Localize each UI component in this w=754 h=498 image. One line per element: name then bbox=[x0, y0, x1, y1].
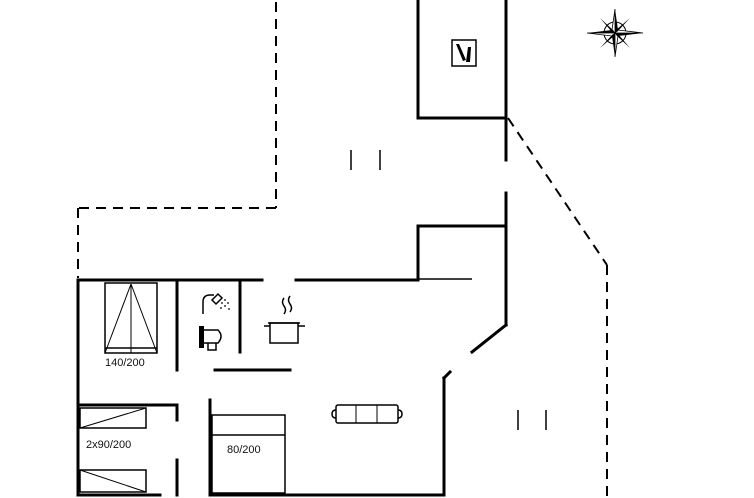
shower-icon bbox=[202, 292, 230, 314]
double-bed-label: 140/200 bbox=[105, 357, 145, 369]
window-markers bbox=[350, 150, 547, 430]
twin-beds bbox=[79, 407, 147, 493]
toilet-icon bbox=[199, 326, 222, 351]
single-bed-label: 80/200 bbox=[227, 444, 261, 456]
cooking-pot-icon bbox=[264, 295, 305, 344]
terrace-outlines bbox=[77, 2, 608, 498]
double-bed bbox=[104, 282, 158, 354]
compass-rose-icon bbox=[586, 8, 644, 58]
twin-beds-label: 2x90/200 bbox=[86, 439, 132, 451]
sofa-icon bbox=[331, 404, 403, 424]
single-bed bbox=[211, 414, 286, 494]
walls bbox=[76, 0, 509, 497]
wine-bottles-icon bbox=[451, 39, 477, 67]
